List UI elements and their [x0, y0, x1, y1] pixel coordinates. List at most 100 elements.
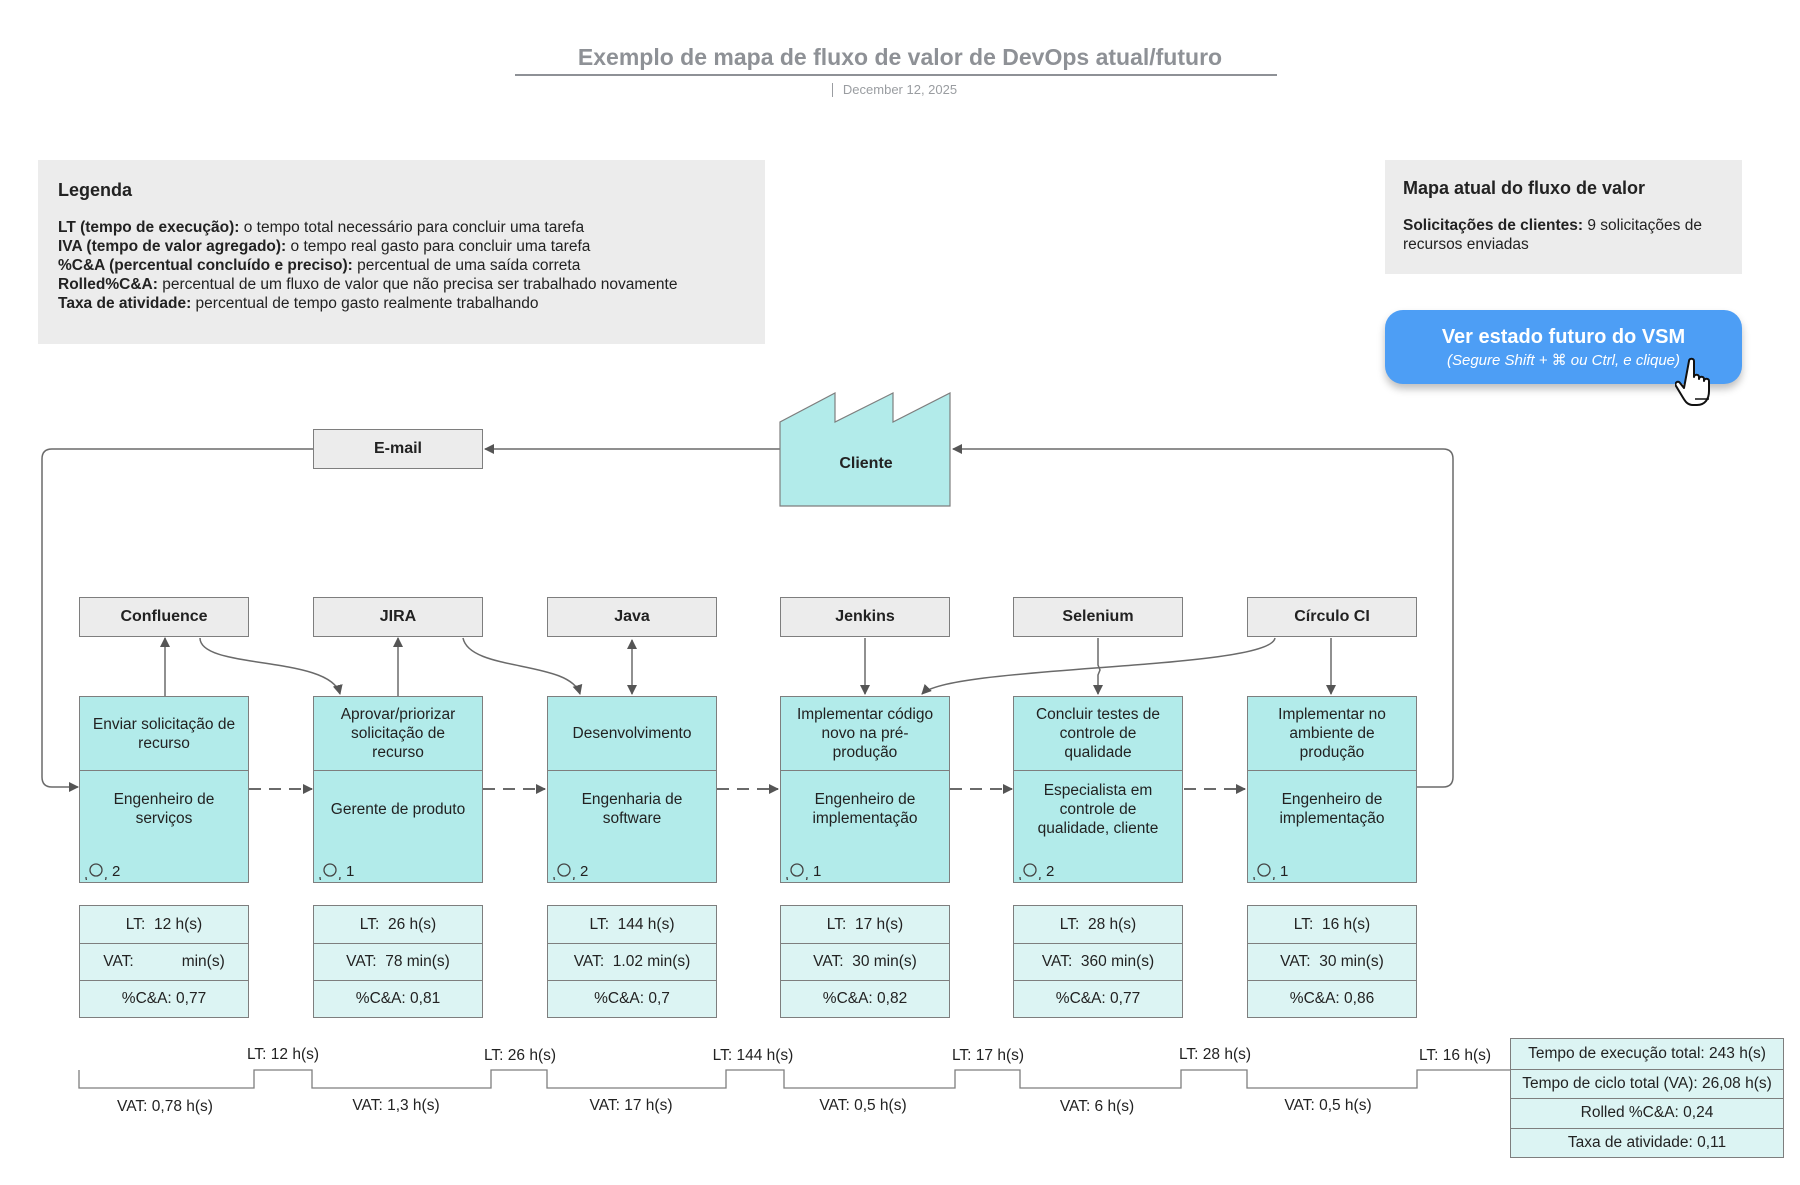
timeline-vat-label: VAT: 0,78 h(s)	[117, 1098, 213, 1115]
process-box: Concluir testes de controle de qualidade…	[1013, 696, 1183, 883]
metrics-box: LT: 17 h(s) VAT: 30 min(s) %C&A: 0,82	[780, 905, 950, 1018]
operator-count: 1	[1252, 862, 1288, 880]
operator-count-value: 2	[1046, 862, 1055, 880]
process-role: Gerente de produto	[330, 800, 466, 818]
ca-row: %C&A: 0,77	[1014, 980, 1182, 1017]
vat-row: VAT: 1.02 min(s)	[548, 943, 716, 980]
lt-row: LT: 12 h(s)	[80, 906, 248, 943]
operator-icon	[1019, 863, 1041, 880]
process-name: Aprovar/priorizar solicitação de recurso	[314, 697, 482, 771]
lt-value: 16 h(s)	[1321, 915, 1371, 933]
legend-desc: percentual de uma saída correta	[352, 257, 581, 274]
customer-label: Cliente	[839, 455, 893, 472]
operator-icon	[319, 863, 341, 880]
operator-count: 2	[552, 862, 588, 880]
vat-label: VAT:	[573, 953, 605, 970]
ca-row: %C&A: 0,77	[80, 980, 248, 1017]
vat-value: 1.02 min(s)	[612, 953, 691, 970]
timeline-vat-label: VAT: 6 h(s)	[1059, 1098, 1135, 1115]
vat-value: 30 min(s)	[1319, 953, 1384, 970]
total-cycle-time: Tempo de ciclo total (VA): 26,08 h(s)	[1511, 1068, 1783, 1099]
lt-value: 26 h(s)	[387, 915, 437, 933]
lt-label: LT:	[1293, 915, 1314, 933]
legend-item: Rolled%C&A: percentual de um fluxo de va…	[58, 275, 745, 294]
vat-value: 78 min(s)	[385, 953, 450, 970]
process-role: Engenheiro de serviços	[113, 791, 215, 827]
metrics-box: LT: 144 h(s) VAT: 1.02 min(s) %C&A: 0,7	[547, 905, 717, 1018]
process-role: Engenharia de software	[581, 791, 683, 827]
vat-label: VAT:	[1280, 953, 1311, 970]
vat-row: VAT: 30 min(s)	[781, 943, 949, 980]
metrics-box: LT: 12 h(s) VAT:min(s) %C&A: 0,77	[79, 905, 249, 1018]
ca-row: %C&A: 0,86	[1248, 980, 1416, 1017]
vat-row: VAT: 360 min(s)	[1014, 943, 1182, 980]
total-lead-time: Tempo de execução total: 243 h(s)	[1528, 1044, 1766, 1062]
lt-row: LT: 16 h(s)	[1248, 906, 1416, 943]
lt-label: LT:	[826, 915, 847, 933]
legend-desc: percentual de tempo gasto realmente trab…	[191, 295, 539, 312]
tool-selenium: Selenium	[1013, 597, 1183, 637]
operator-count: 1	[318, 862, 354, 880]
date-label: December 12, 2025	[842, 82, 958, 97]
timeline-vat-label: VAT: 0,5 h(s)	[1284, 1097, 1372, 1114]
legend-item: IVA (tempo de valor agregado): o tempo r…	[58, 237, 745, 256]
process-name: Concluir testes de controle de qualidade	[1014, 697, 1182, 771]
timeline-line	[78, 1069, 1510, 1089]
lt-value: 144 h(s)	[617, 915, 675, 933]
process-box: Aprovar/priorizar solicitação de recurso…	[313, 696, 483, 883]
lt-row: LT: 28 h(s)	[1014, 906, 1182, 943]
legend-item: LT (tempo de execução): o tempo total ne…	[58, 218, 745, 237]
lt-value: 12 h(s)	[153, 915, 203, 933]
vat-row: VAT: 30 min(s)	[1248, 943, 1416, 980]
lt-label: LT:	[589, 915, 610, 933]
activity-ratio: Taxa de atividade: 0,11	[1511, 1127, 1783, 1158]
vat-label: VAT:	[813, 953, 844, 970]
ca-row: %C&A: 0,81	[314, 980, 482, 1017]
metrics-box: LT: 28 h(s) VAT: 360 min(s) %C&A: 0,77	[1013, 905, 1183, 1018]
timeline-lt-label: LT: 17 h(s)	[951, 1047, 1025, 1064]
lt-value: 17 h(s)	[854, 915, 904, 933]
customer-requests-label: Solicitações de clientes:	[1403, 217, 1584, 234]
operator-count: 1	[785, 862, 821, 880]
process-role: Especialista em controle de qualidade, c…	[1037, 781, 1159, 837]
timeline-lt-label: LT: 28 h(s)	[1178, 1046, 1252, 1063]
process-role: Engenheiro de implementação	[812, 791, 918, 827]
vat-value: 360 min(s)	[1080, 953, 1155, 970]
process-box: Desenvolvimento Engenharia de software 2	[547, 696, 717, 883]
lt-row: LT: 17 h(s)	[781, 906, 949, 943]
operator-count: 2	[1018, 862, 1054, 880]
email-box: E-mail	[313, 429, 483, 469]
lt-row: LT: 144 h(s)	[548, 906, 716, 943]
legend-title: Legenda	[58, 180, 133, 200]
page-title: Exemplo de mapa de fluxo de valor de Dev…	[577, 44, 1223, 70]
timeline-vat-label: VAT: 17 h(s)	[589, 1097, 673, 1114]
process-name: Implementar código novo na pré-produção	[781, 697, 949, 771]
current-map-title: Mapa atual do fluxo de valor	[1403, 178, 1646, 198]
operator-icon	[85, 863, 107, 880]
pointer-hand-icon	[1675, 357, 1710, 406]
date-divider	[832, 83, 833, 97]
vat-label: VAT:	[103, 953, 134, 970]
operator-icon	[786, 863, 808, 880]
process-role: Engenheiro de implementação	[1279, 791, 1385, 827]
vat-label: VAT:	[346, 953, 377, 970]
title-underline	[515, 74, 1277, 76]
legend-term: IVA (tempo de valor agregado):	[58, 238, 287, 255]
tool-circle-ci: Círculo CI	[1247, 597, 1417, 637]
legend-term: Rolled%C&A:	[58, 276, 158, 293]
future-state-button[interactable]: Ver estado futuro do VSM (Segure Shift +…	[1385, 310, 1742, 384]
metrics-box: LT: 16 h(s) VAT: 30 min(s) %C&A: 0,86	[1247, 905, 1417, 1018]
legend-item: Taxa de atividade: percentual de tempo g…	[58, 294, 745, 313]
operator-count-value: 1	[1280, 862, 1289, 880]
timeline-lt-label: LT: 16 h(s)	[1418, 1047, 1492, 1064]
lt-value: 28 h(s)	[1087, 915, 1137, 933]
legend-term: %C&A (percentual concluído e preciso):	[58, 257, 353, 274]
operator-count-value: 1	[346, 862, 355, 880]
tool-confluence: Confluence	[79, 597, 249, 637]
tool-jira: JIRA	[313, 597, 483, 637]
vat-row: VAT:min(s)	[80, 943, 248, 980]
process-name: Enviar solicitação de recurso	[80, 697, 248, 771]
process-name: Desenvolvimento	[548, 697, 716, 771]
vat-row: VAT: 78 min(s)	[314, 943, 482, 980]
